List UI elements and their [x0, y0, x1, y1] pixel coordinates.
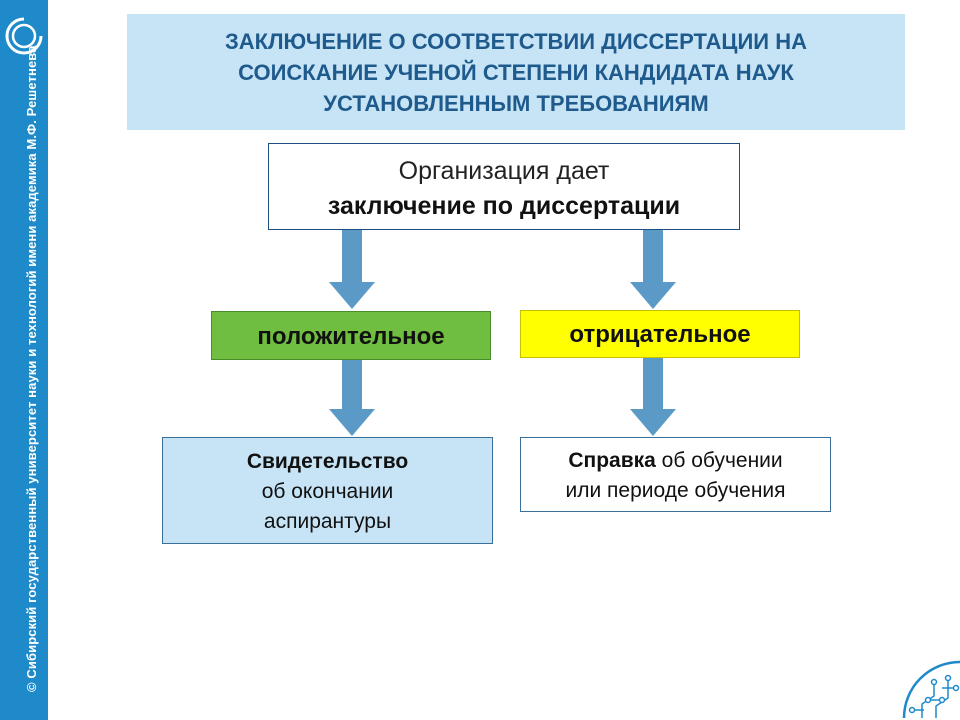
- certificate-box: Свидетельство об окончании аспирантуры: [162, 437, 493, 544]
- title-line-2: СОИСКАНИЕ УЧЕНОЙ СТЕПЕНИ КАНДИДАТА НАУК: [238, 59, 794, 85]
- certificate-line-2: об окончании: [261, 480, 394, 503]
- arrow-to-reference: [630, 358, 676, 436]
- circuit-decoration-icon: [902, 660, 960, 719]
- title-line-1: ЗАКЛЮЧЕНИЕ О СООТВЕТСТВИИ ДИССЕРТАЦИИ НА: [224, 28, 808, 54]
- page-title: ЗАКЛЮЧЕНИЕ О СООТВЕТСТВИИ ДИССЕРТАЦИИ НА…: [166, 26, 866, 119]
- side-copyright-text: © Сибирский государственный университет …: [24, 45, 39, 692]
- certificate-line-3: аспирантуры: [263, 510, 392, 533]
- side-brand-strip: © Сибирский государственный университет …: [0, 0, 48, 720]
- arrow-to-certificate: [329, 360, 375, 436]
- arrow-to-negative: [630, 230, 676, 309]
- reference-line-1-rest: об обучении: [655, 449, 783, 472]
- negative-box: отрицательное: [520, 310, 800, 358]
- positive-box: положительное: [211, 311, 491, 360]
- university-logo-icon: [5, 16, 44, 55]
- reference-box: Справка об обучении или периоде обучения: [520, 437, 831, 512]
- reference-title: Справка: [568, 449, 656, 472]
- title-banner: ЗАКЛЮЧЕНИЕ О СООТВЕТСТВИИ ДИССЕРТАЦИИ НА…: [127, 14, 905, 130]
- certificate-title: Свидетельство: [246, 450, 409, 473]
- org-line-2: заключение по диссертации: [327, 192, 681, 220]
- org-line-1: Организация дает: [398, 157, 610, 185]
- organization-conclusion-box: Организация дает заключение по диссертац…: [268, 143, 740, 230]
- reference-line-1: Справка об обучении: [521, 446, 830, 476]
- arrow-to-positive: [329, 230, 375, 309]
- reference-line-2: или периоде обучения: [565, 479, 786, 502]
- title-line-3: УСТАНОВЛЕННЫМ ТРЕБОВАНИЯМ: [323, 90, 709, 116]
